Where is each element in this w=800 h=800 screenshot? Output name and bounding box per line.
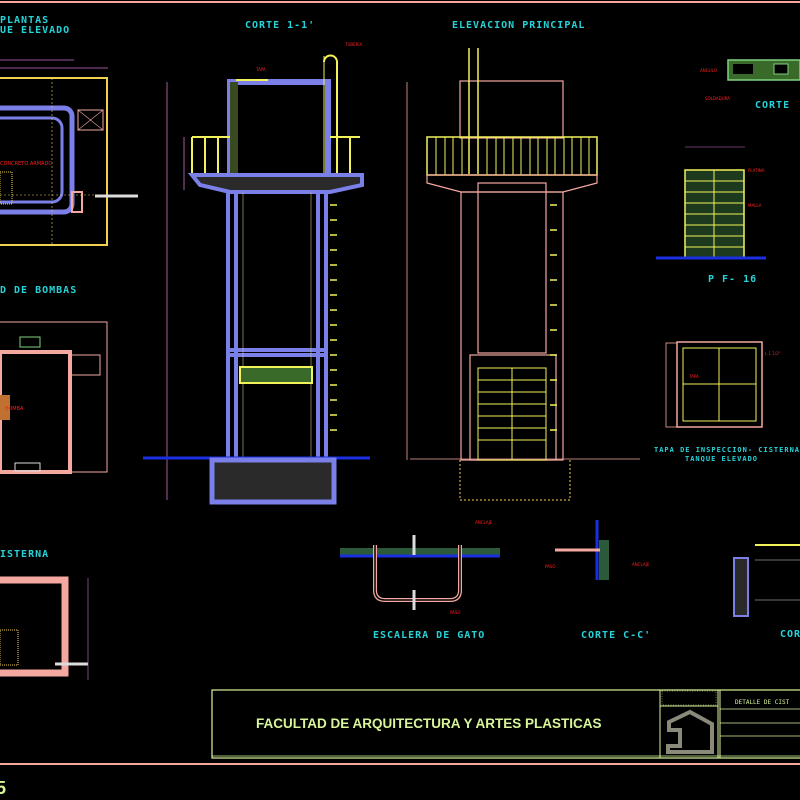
title-corte-1-1: CORTE 1-1' [245, 20, 315, 31]
detail-corte-c-c: PASO ANCLAJE CORTE C-C' [545, 520, 651, 641]
sheet-title: DETALLE DE CIST [735, 699, 790, 706]
title-tapa-line1: TAPA DE INSPECCION- CISTERNA [654, 446, 800, 454]
sheet-number: 5 [0, 778, 6, 798]
svg-text:SOLDADURA: SOLDADURA [705, 96, 730, 101]
title-elevacion-principal: ELEVACION PRINCIPAL [452, 20, 585, 31]
plan-cisterna: ISTERNA [0, 549, 89, 680]
title-tanque-elevado-plan: UE ELEVADO [0, 25, 70, 36]
svg-text:ANCLAJE: ANCLAJE [475, 520, 493, 525]
svg-text:PLATINA: PLATINA [748, 168, 765, 173]
plan-tanque-elevado: PLANTAS UE ELEVADO CONCRETO ARMADO [0, 15, 138, 246]
title-tapa-line2: TANQUE ELEVADO [685, 455, 758, 463]
title-corte-c-c: CORTE C-C' [581, 630, 651, 641]
title-corte-partial: CORT [780, 629, 800, 640]
svg-text:CONCRETO ARMADO: CONCRETO ARMADO [0, 161, 52, 167]
detail-pf16: PLATINA MALLA P F- 16 [656, 146, 766, 285]
svg-text:MALLA: MALLA [748, 203, 762, 208]
svg-text:PASO: PASO [450, 610, 461, 615]
detail-corte-right: ANGULO SOLDADURA CORTE [700, 59, 800, 111]
elevation-principal: ELEVACION PRINCIPAL [406, 20, 640, 501]
detail-escalera-de-gato: ANCLAJE PASO ESCALERA DE GATO [340, 520, 500, 641]
detail-corte-partial: CORT [733, 544, 800, 640]
svg-text:L 1 1/2": L 1 1/2" [765, 351, 781, 356]
plan-cuarto-bombas: D DE BOMBAS BOMBA [0, 285, 108, 474]
svg-text:TUBERIA: TUBERIA [344, 42, 363, 47]
title-cuarto-bombas: D DE BOMBAS [0, 285, 77, 296]
title-corte-right: CORTE [755, 100, 790, 111]
title-pf16: P F- 16 [708, 274, 757, 285]
svg-text:TAPA: TAPA [255, 67, 266, 72]
svg-text:ANGULO: ANGULO [700, 68, 717, 73]
svg-text:TAPA: TAPA [688, 374, 699, 379]
svg-text:BOMBA: BOMBA [5, 406, 24, 412]
title-plantas: PLANTAS [0, 15, 49, 26]
institution-name: FACULTAD DE ARQUITECTURA Y ARTES PLASTIC… [256, 716, 602, 731]
title-escalera-de-gato: ESCALERA DE GATO [373, 630, 485, 641]
section-corte-1-1: CORTE 1-1' [143, 20, 370, 505]
faua-house-logo [666, 709, 714, 754]
title-block: FACULTAD DE ARQUITECTURA Y ARTES PLASTIC… [211, 689, 800, 759]
detail-tapa-inspeccion: TAPA L 1 1/2" TAPA DE INSPECCION- CISTER… [654, 341, 800, 463]
svg-text:PASO: PASO [545, 564, 556, 569]
svg-text:ANCLAJE: ANCLAJE [632, 562, 650, 567]
title-cisterna: ISTERNA [0, 549, 49, 560]
